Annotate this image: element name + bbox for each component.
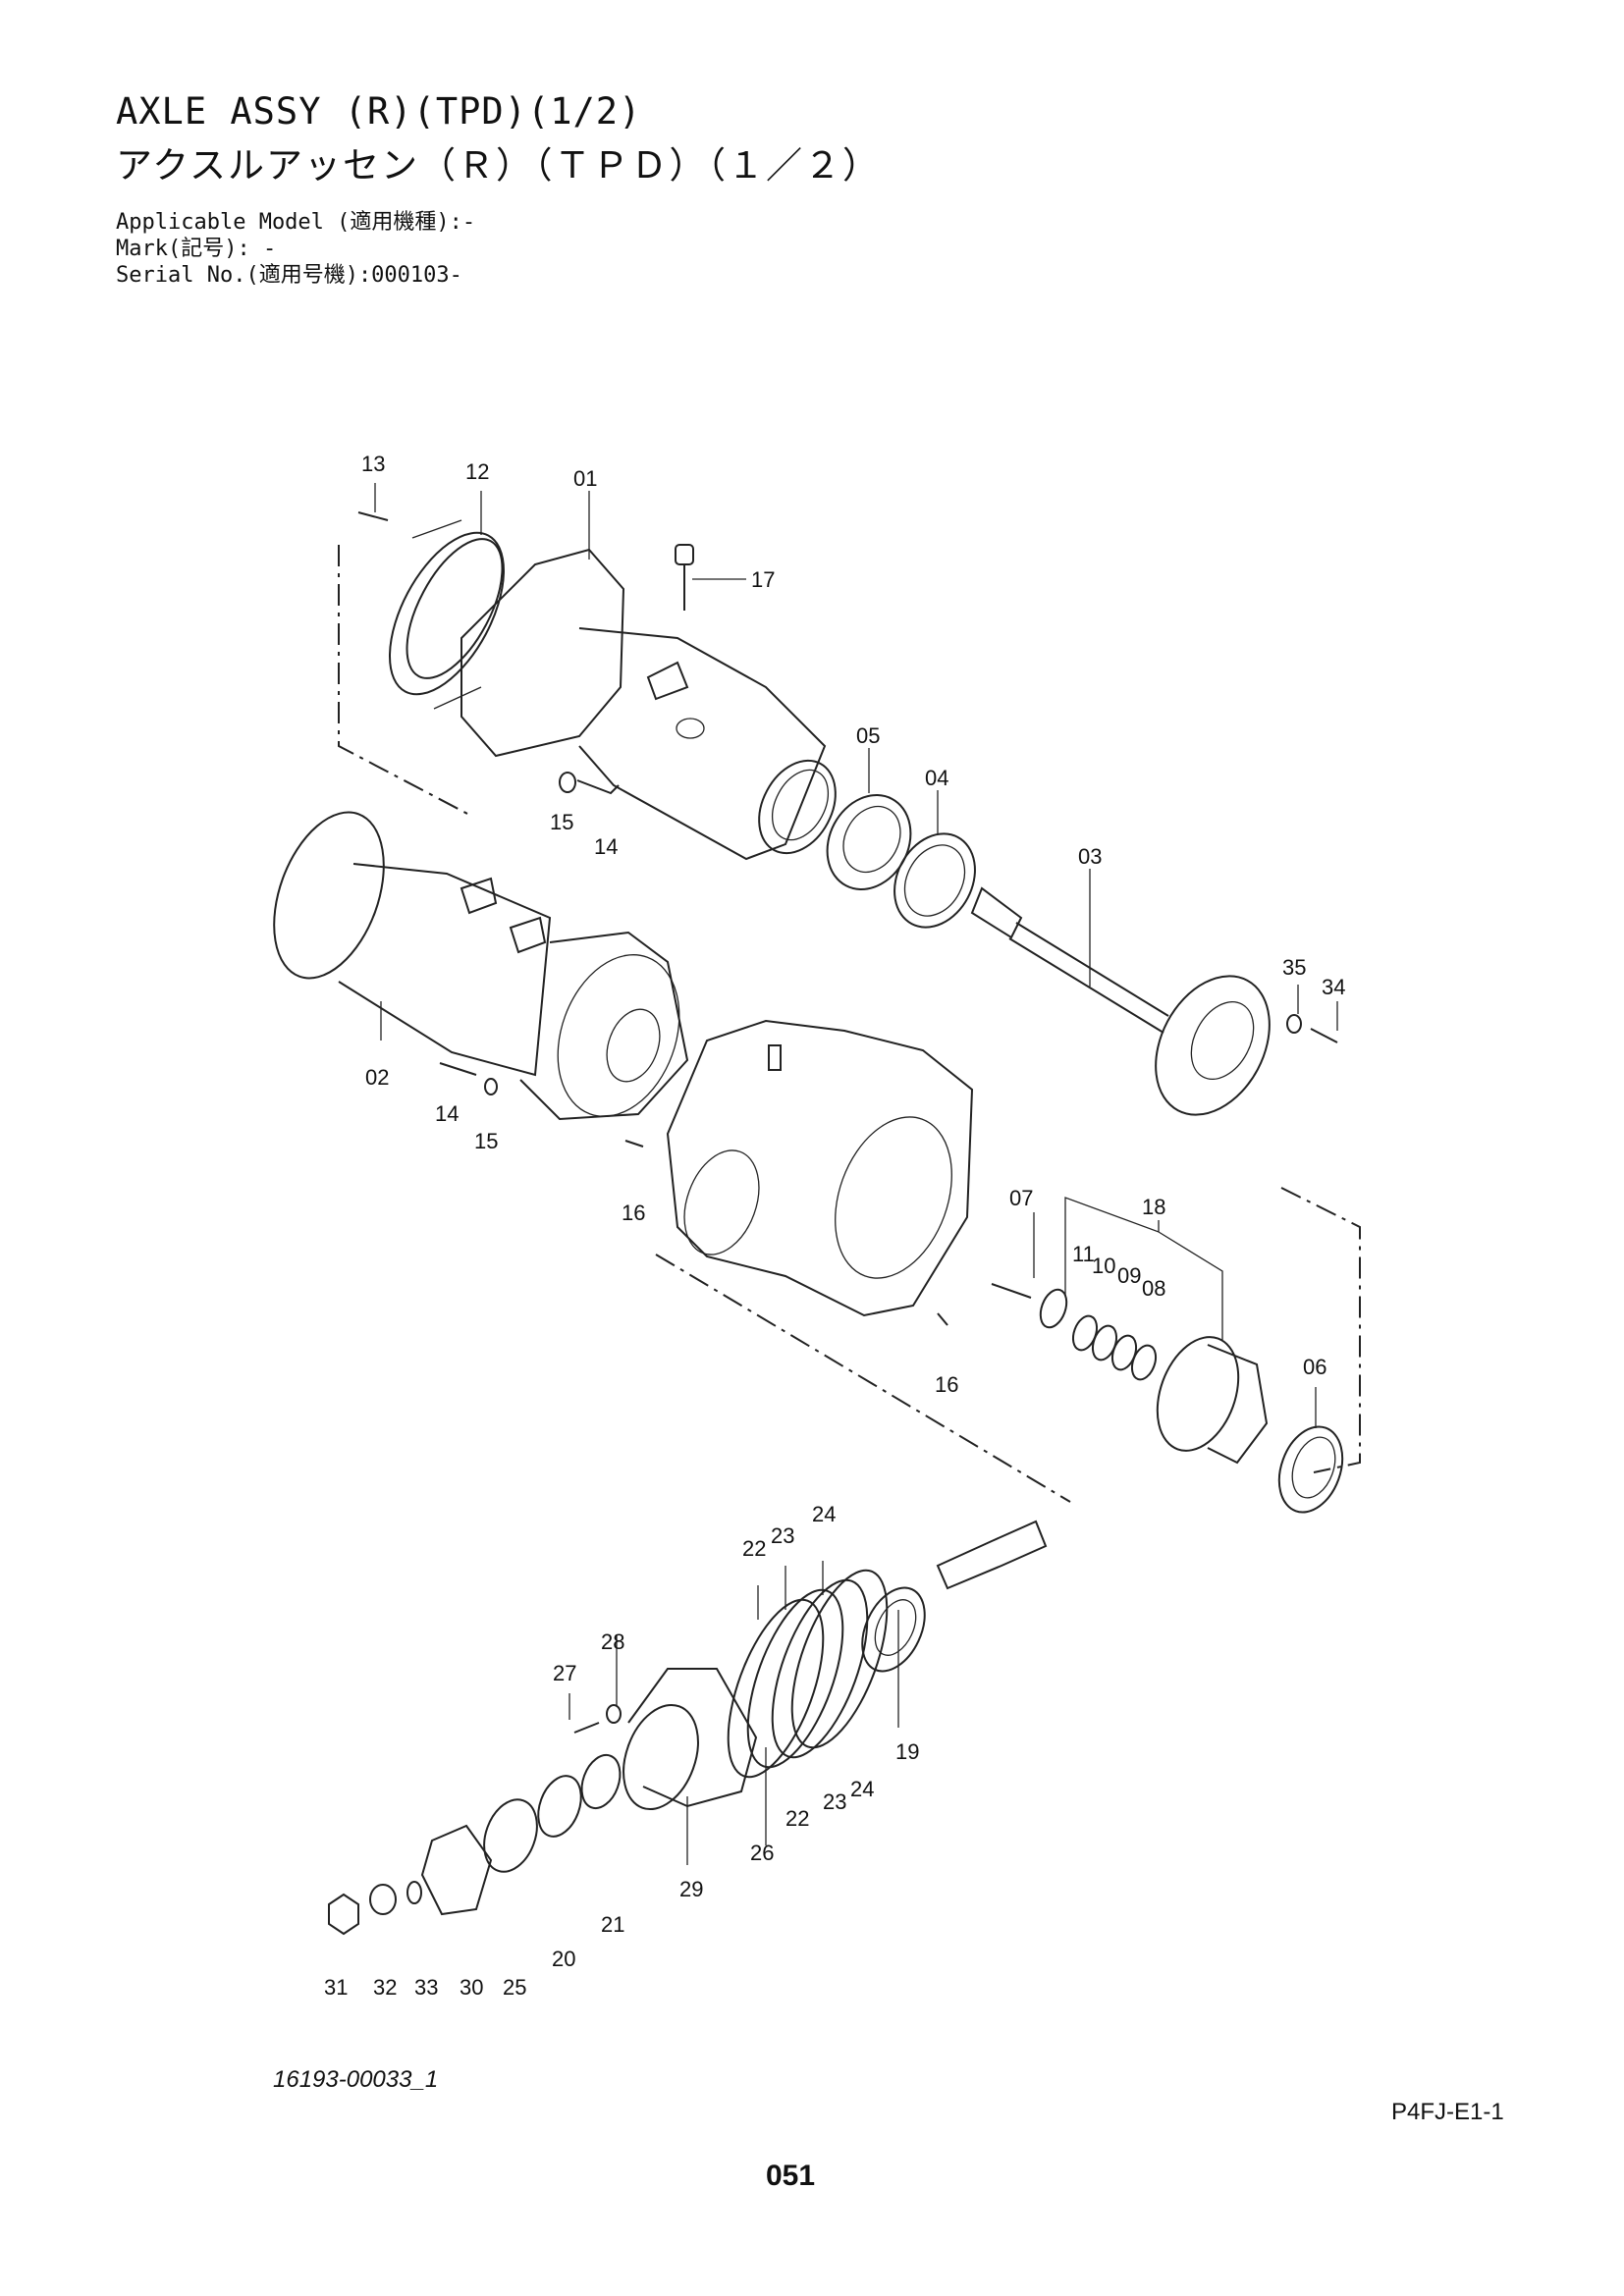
part-seal-04 [893,832,976,929]
callout-label: 04 [925,766,948,790]
callout-label: 02 [365,1065,389,1090]
callout-label: 12 [465,459,489,484]
callout-label: 33 [414,1975,438,2000]
callout-label: 08 [1142,1276,1165,1301]
part-dowel-pins [624,1140,948,1326]
callout-label: 24 [850,1777,874,1801]
part-differential-gear [1156,1336,1269,1465]
title-english: AXLE ASSY (R)(TPD)(1/2) [116,90,642,133]
callout-label: 24 [812,1502,836,1526]
callout-label: 13 [361,452,385,476]
serial-number: Serial No.(適用号機):000103- [116,263,462,288]
part-axle-shaft [970,886,1271,1116]
callout-label: 16 [622,1201,645,1225]
part-bearing-06 [1277,1425,1344,1514]
part-bolt-washer-27 [573,1704,622,1734]
callout-label: 34 [1322,975,1345,999]
callout-label: 14 [435,1101,459,1126]
part-plates [727,1569,889,1779]
callout-label: 29 [679,1877,703,1901]
callout-label: 23 [771,1523,794,1548]
part-ring-gear [389,519,505,710]
part-shims [1039,1288,1158,1381]
callout-label: 05 [856,723,880,748]
callout-label: 21 [601,1912,624,1937]
part-breather [675,544,694,611]
callout-label: 35 [1282,955,1306,980]
part-pin [357,511,389,521]
page-code: P4FJ-E1-1 [1391,2099,1504,2125]
callout-label: 11 [1072,1242,1095,1266]
callout-labels: 13 12 01 17 05 04 15 14 03 35 34 02 14 1… [324,452,1345,2000]
part-brake-housing [623,1668,758,1811]
callout-label: 09 [1117,1263,1141,1288]
callout-label: 15 [474,1129,498,1153]
callout-label: 15 [550,810,573,834]
callout-label: 22 [742,1536,766,1561]
callout-label: 23 [823,1789,846,1814]
part-bolt-washer-lower [439,1062,498,1095]
callout-label: 19 [895,1739,919,1764]
callout-label: 07 [1009,1186,1033,1210]
callout-label: 03 [1078,844,1102,869]
callout-label: 01 [573,466,597,491]
assembly-guide-lines [338,545,1361,1503]
part-yoke [420,1824,493,1916]
mark: Mark(記号): - [116,237,277,261]
part-bolt-washer-upper [559,772,620,795]
callout-label: 14 [594,834,618,859]
callout-label: 10 [1092,1254,1115,1278]
callout-label: 20 [552,1947,575,1971]
page-number: 051 [766,2160,816,2192]
part-differential-carrier [666,1019,974,1317]
callout-label: 16 [935,1372,958,1397]
callout-label: 22 [785,1806,809,1831]
part-nut-washer-oring [328,1881,422,1936]
part-bearing-05 [826,794,912,890]
callout-label: 27 [553,1661,576,1685]
callout-label: 26 [750,1841,774,1865]
callout-label: 28 [601,1629,624,1654]
callout-label: 31 [324,1975,348,2000]
part-pinion-shaft [936,1520,1048,1590]
part-axle-housing-upper [460,548,837,861]
drawing-number: 16193-00033_1 [273,2066,439,2093]
applicable-model: Applicable Model (適用機種):- [116,210,476,235]
callout-label: 18 [1142,1195,1165,1219]
leader-lines [374,483,1338,1865]
callout-label: 17 [751,567,775,592]
callout-label: 06 [1303,1355,1326,1379]
part-bolt-washer-shaft [1286,1014,1338,1043]
part-axle-housing-lower [273,811,689,1121]
callout-label: 32 [373,1975,397,2000]
callout-label: 30 [460,1975,483,2000]
part-front-bearings [483,1753,622,1873]
title-japanese: アクスルアッセン（Ｒ）（ＴＰＤ）（１／２） [116,144,882,187]
callout-label: 25 [503,1975,526,2000]
part-bolt-07 [991,1283,1032,1299]
